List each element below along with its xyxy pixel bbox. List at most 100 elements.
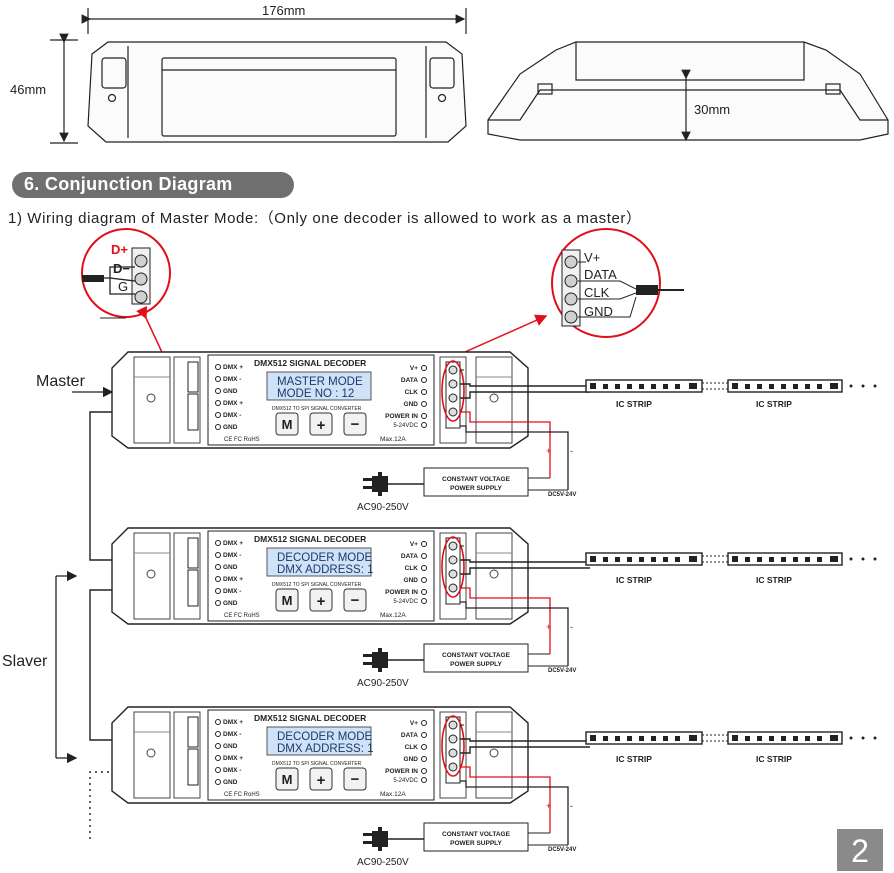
out-label: V+ bbox=[410, 720, 418, 727]
psu-output-label: DC5V-24V bbox=[548, 668, 576, 674]
lcd-line-2: MODE NO : 12 bbox=[277, 388, 354, 400]
decoder-unit-2-text: DMX512 SIGNAL DECODER DECODER MODE DMX A… bbox=[223, 534, 792, 689]
out-label: DATA bbox=[401, 377, 418, 384]
psu-plus-label: + bbox=[546, 622, 551, 632]
ic-strip-label: IC STRIP bbox=[616, 575, 652, 585]
ic-strip-label: IC STRIP bbox=[756, 399, 792, 409]
power-in-label: POWER IN bbox=[385, 413, 418, 420]
psu-line-2: POWER SUPPLY bbox=[450, 840, 502, 847]
master-label: Master bbox=[36, 373, 86, 390]
ic-strip-label: IC STRIP bbox=[756, 575, 792, 585]
certs-label: CE FC RoHS bbox=[224, 437, 260, 443]
zoom-label-data: DATA bbox=[584, 267, 617, 282]
ic-strip-label: IC STRIP bbox=[616, 754, 652, 764]
max-current-label: Max.12A bbox=[380, 612, 406, 619]
dmx-label: DMX - bbox=[223, 412, 241, 419]
power-range-label: 5-24VDC bbox=[393, 423, 418, 429]
plus-button-label: + bbox=[317, 593, 326, 610]
out-label: CLK bbox=[405, 744, 419, 751]
decoder-unit bbox=[111, 527, 590, 673]
psu-line-1: CONSTANT VOLTAGE bbox=[442, 476, 511, 483]
ic-strip-pair bbox=[585, 379, 877, 393]
out-label: V+ bbox=[410, 541, 418, 548]
out-label: GND bbox=[404, 577, 419, 584]
dmx-label: DMX - bbox=[223, 552, 241, 559]
side-view-drawing bbox=[487, 41, 889, 142]
ic-strip-pair bbox=[585, 731, 877, 745]
dmx-label: DMX - bbox=[223, 731, 241, 738]
minus-button-label: − bbox=[351, 416, 360, 433]
psu-minus-label: - bbox=[570, 446, 573, 456]
zoom-label-g: G bbox=[118, 279, 128, 294]
slaver-bracket bbox=[55, 570, 78, 764]
zoom-label-clk: CLK bbox=[584, 285, 610, 300]
slaver-label: Slaver bbox=[2, 653, 48, 670]
dmx-label: DMX - bbox=[223, 376, 241, 383]
certs-label: CE FC RoHS bbox=[224, 613, 260, 619]
psu-plus-label: + bbox=[546, 801, 551, 811]
dmx-label: DMX + bbox=[223, 540, 243, 547]
lcd-line-1: MASTER MODE bbox=[277, 376, 363, 388]
section-title: 6. Conjunction Diagram bbox=[24, 174, 233, 194]
dmx-label: DMX + bbox=[223, 755, 243, 762]
plus-button-label: + bbox=[317, 772, 326, 789]
dmx-label: DMX + bbox=[223, 576, 243, 583]
minus-button-label: − bbox=[351, 771, 360, 788]
dmx-label: DMX - bbox=[223, 767, 241, 774]
ac-label: AC90-250V bbox=[357, 678, 409, 689]
out-label: GND bbox=[404, 401, 419, 408]
decoder-title: DMX512 SIGNAL DECODER bbox=[254, 534, 366, 544]
ic-strip-label: IC STRIP bbox=[756, 754, 792, 764]
psu-line-2: POWER SUPPLY bbox=[450, 661, 502, 668]
power-range-label: 5-24VDC bbox=[393, 778, 418, 784]
max-current-label: Max.12A bbox=[380, 436, 406, 443]
decoder-title: DMX512 SIGNAL DECODER bbox=[254, 713, 366, 723]
intro-text: 1) Wiring diagram of Master Mode:（Only o… bbox=[8, 210, 642, 227]
psu-line-1: CONSTANT VOLTAGE bbox=[442, 652, 511, 659]
decoder-title: DMX512 SIGNAL DECODER bbox=[254, 358, 366, 368]
mode-button-label: M bbox=[282, 417, 293, 432]
decoder-subtitle: DMX512 TO SPI SIGNAL CONVERTER bbox=[272, 761, 362, 767]
psu-minus-label: - bbox=[570, 801, 573, 811]
out-label: DATA bbox=[401, 553, 418, 560]
psu-minus-label: - bbox=[570, 622, 573, 632]
decoder-subtitle: DMX512 TO SPI SIGNAL CONVERTER bbox=[272, 582, 362, 588]
certs-label: CE FC RoHS bbox=[224, 792, 260, 798]
zoom-right-pointer bbox=[455, 314, 548, 357]
dmx-label: DMX + bbox=[223, 364, 243, 371]
psu-output-label: DC5V-24V bbox=[548, 492, 576, 498]
lcd-line-1: DECODER MODE bbox=[277, 552, 373, 564]
ac-label: AC90-250V bbox=[357, 502, 409, 513]
decoder-unit bbox=[111, 706, 590, 852]
out-label: CLK bbox=[405, 565, 419, 572]
width-dimension-label: 176mm bbox=[262, 3, 305, 18]
decoder-unit-1-text: DMX512 SIGNAL DECODER MASTER MODE MODE N… bbox=[223, 358, 792, 513]
dmx-label: GND bbox=[223, 779, 238, 786]
minus-button-label: − bbox=[351, 592, 360, 609]
decoder-subtitle: DMX512 TO SPI SIGNAL CONVERTER bbox=[272, 406, 362, 412]
dmx-label: DMX + bbox=[223, 719, 243, 726]
out-label: CLK bbox=[405, 389, 419, 396]
power-in-label: POWER IN bbox=[385, 589, 418, 596]
decoder-unit bbox=[111, 351, 590, 497]
spi-terminal-zoom bbox=[551, 228, 684, 338]
psu-output-label: DC5V-24V bbox=[548, 847, 576, 853]
section-header-bar bbox=[12, 172, 294, 198]
dmx-label: GND bbox=[223, 743, 238, 750]
out-label: DATA bbox=[401, 732, 418, 739]
dmx-label: GND bbox=[223, 424, 238, 431]
lcd-line-2: DMX ADDRESS: 1 bbox=[277, 743, 374, 755]
dmx-label: DMX + bbox=[223, 400, 243, 407]
mode-button-label: M bbox=[282, 772, 293, 787]
max-current-label: Max.12A bbox=[380, 791, 406, 798]
lcd-line-1: DECODER MODE bbox=[277, 731, 373, 743]
zoom-label-d-minus: D− bbox=[113, 261, 130, 276]
psu-line-1: CONSTANT VOLTAGE bbox=[442, 831, 511, 838]
psu-plus-label: + bbox=[546, 446, 551, 456]
decoder-unit-3-text: DMX512 SIGNAL DECODER DECODER MODE DMX A… bbox=[223, 713, 792, 868]
dmx-label: GND bbox=[223, 564, 238, 571]
ac-label: AC90-250V bbox=[357, 857, 409, 868]
psu-line-2: POWER SUPPLY bbox=[450, 485, 502, 492]
out-label: GND bbox=[404, 756, 419, 763]
